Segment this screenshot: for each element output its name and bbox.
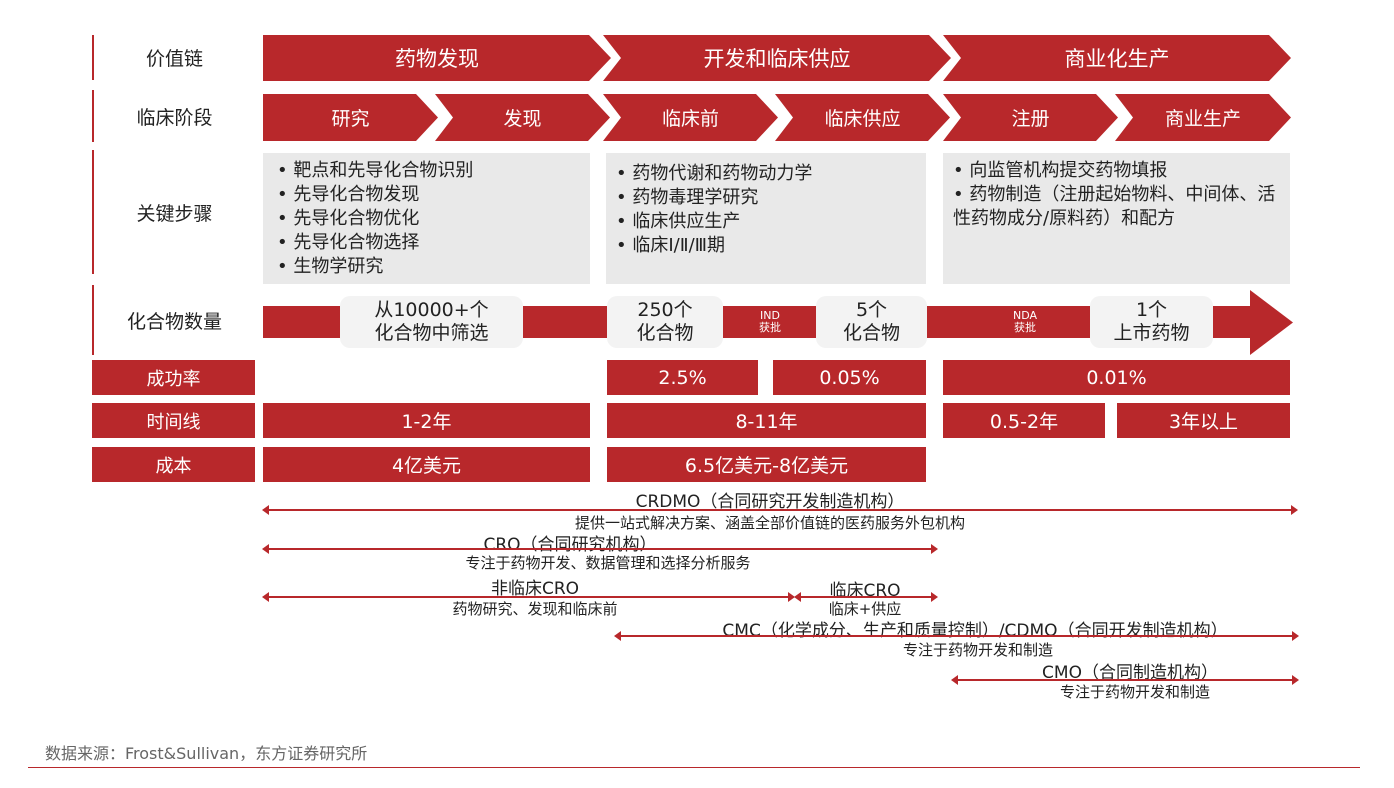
value-chain-commercial: 商业化生产 [943,35,1291,81]
source-note: 数据来源：Frost&Sullivan，东方证券研究所 [45,744,368,763]
compound-text: 5个 [855,299,888,321]
stage-preclinical: 临床前 [603,94,778,141]
nonclinical-cro-range-arrow [262,592,795,602]
cmo-range-arrow [951,675,1299,685]
clinical-cro-range-arrow [794,592,938,602]
stage-registration: 注册 [943,94,1118,141]
success-rate-preclinical: 2.5% [607,360,758,395]
compound-text: 化合物 [842,322,900,344]
cro-desc: 专注于药物开发、数据管理和选择分析服务 [465,554,751,572]
label-timeline: 时间线 [92,403,255,438]
ind-text: IND [760,309,780,322]
crdmo-desc: 提供一站式解决方案、涵盖全部价值链的医药服务外包机构 [574,514,966,532]
compound-box-250: 250个化合物 [607,296,723,348]
compound-text: 上市药物 [1113,322,1190,344]
stage-research: 研究 [263,94,438,141]
cost-development: 6.5亿美元-8亿美元 [607,447,926,482]
step-item: 临床Ⅰ/Ⅱ/Ⅲ期 [616,234,916,258]
compound-box-1: 1个上市药物 [1090,296,1213,348]
label-success-rate: 成功率 [92,360,255,395]
stage-clinical-supply: 临床供应 [775,94,950,141]
key-steps-development: 药物代谢和药物动力学 药物毒理学研究 临床供应生产 临床Ⅰ/Ⅱ/Ⅲ期 [606,153,926,284]
compound-box-5: 5个化合物 [816,296,927,348]
cmo-desc: 专注于药物开发和制造 [1059,683,1211,701]
cmo-title: CMO（合同制造机构） [1042,663,1218,683]
cro-range-arrow [262,544,938,554]
step-item: 靶点和先导化合物识别 [277,159,580,183]
cmc-cdmo-desc: 专注于药物开发和制造 [902,641,1054,659]
step-item: 临床供应生产 [616,210,916,234]
step-item: 生物学研究 [277,255,580,279]
label-cost: 成本 [92,447,255,482]
cro-title: CRO（合同研究机构） [483,535,657,555]
key-steps-commercial: 向监管机构提交药物填报 药物制造（注册起始物料、中间体、活性药物成分/原料药）和… [943,153,1290,284]
label-clinical-stage: 临床阶段 [92,90,255,142]
step-item: 药物代谢和药物动力学 [616,162,916,186]
step-item: 药物毒理学研究 [616,186,916,210]
compound-text: 250个 [637,299,693,321]
label-key-steps: 关键步骤 [92,150,255,274]
timeline-development: 8-11年 [607,403,926,438]
cmc-cdmo-range-arrow [614,631,1299,641]
cmc-cdmo-title: CMC（化学成分、生产和质量控制）/CDMO（合同开发制造机构） [722,621,1228,641]
key-steps-discovery: 靶点和先导化合物识别 先导化合物发现 先导化合物优化 先导化合物选择 生物学研究 [263,153,590,284]
cost-discovery: 4亿美元 [263,447,590,482]
stage-commercial: 商业生产 [1115,94,1291,141]
compound-box-10000: 从10000+个化合物中筛选 [340,296,523,348]
step-item: 先导化合物选择 [277,231,580,255]
nonclinical-cro-title: 非临床CRO [490,579,580,599]
step-item: 先导化合物优化 [277,207,580,231]
success-rate-commercial: 0.01% [943,360,1290,395]
nda-text: 获批 [1014,321,1036,334]
ind-text: 获批 [759,321,781,334]
label-value-chain: 价值链 [92,35,255,80]
compound-text: 从10000+个 [374,299,489,321]
footer-divider [28,767,1360,768]
compound-text: 化合物中筛选 [374,322,489,344]
nonclinical-cro-desc: 药物研究、发现和临床前 [452,600,618,618]
arrow-head-icon [1250,290,1293,355]
label-compound-count: 化合物数量 [92,285,255,355]
crdmo-range-arrow [262,505,1298,515]
stage-discovery: 发现 [435,94,610,141]
compound-text: 1个 [1135,299,1168,321]
step-item: 先导化合物发现 [277,183,580,207]
step-item: 药物制造（注册起始物料、中间体、活性药物成分/原料药）和配方 [953,183,1280,231]
crdmo-title: CRDMO（合同研究开发制造机构） [635,492,905,512]
timeline-commercial: 3年以上 [1117,403,1290,438]
value-chain-discovery: 药物发现 [263,35,611,81]
success-rate-clinical: 0.05% [773,360,926,395]
compound-text: 化合物 [636,322,694,344]
timeline-discovery: 1-2年 [263,403,590,438]
nda-text: NDA [1012,309,1038,322]
timeline-registration: 0.5-2年 [943,403,1105,438]
value-chain-development: 开发和临床供应 [603,35,951,81]
clinical-cro-desc: 临床+供应 [828,600,902,618]
step-item: 向监管机构提交药物填报 [953,159,1280,183]
